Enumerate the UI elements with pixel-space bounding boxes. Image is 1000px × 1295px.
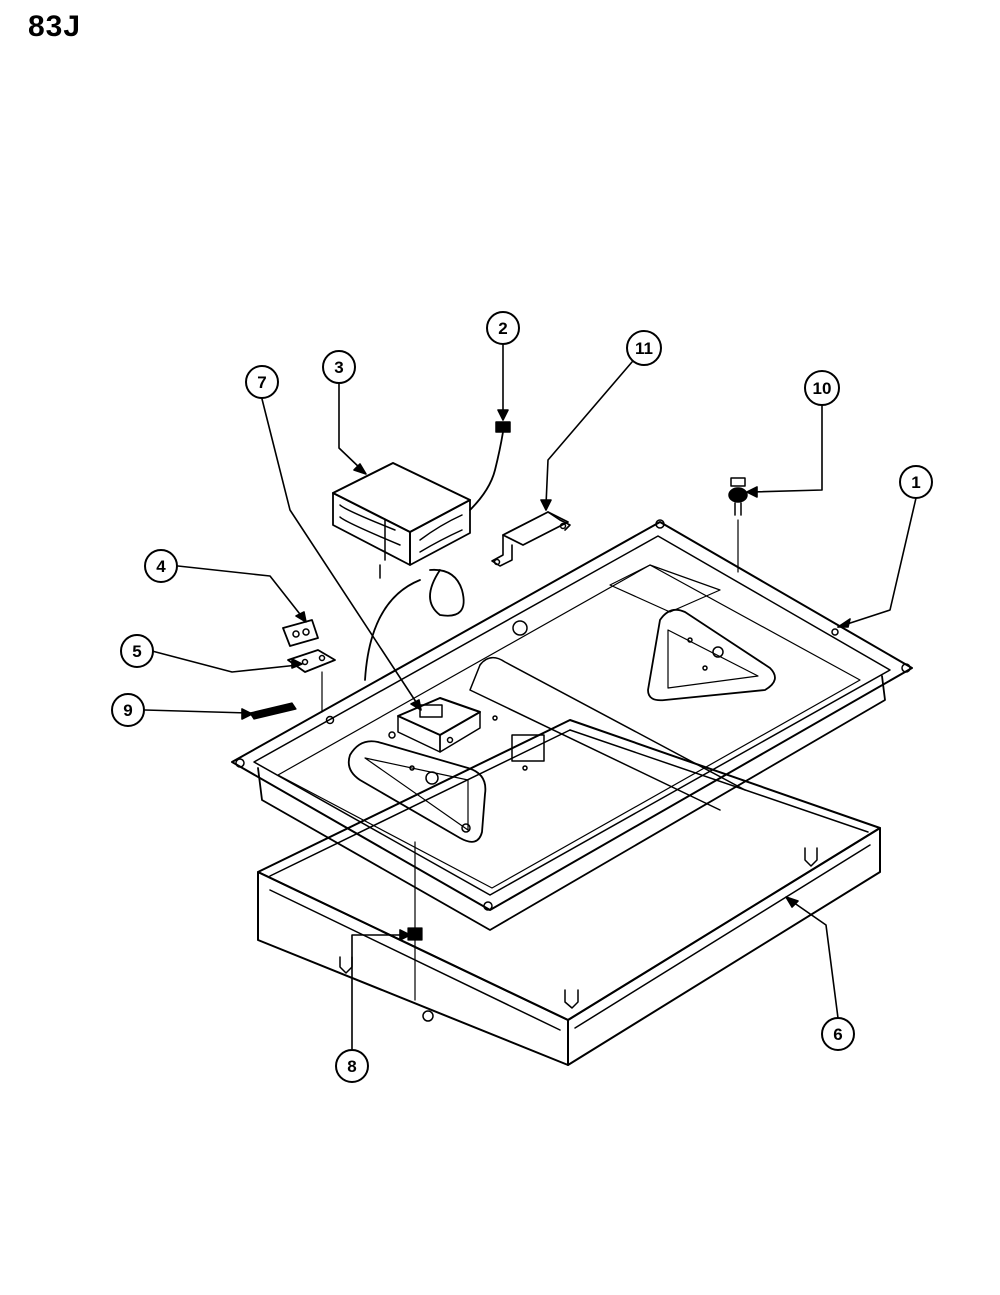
strip bbox=[249, 702, 297, 720]
fastener bbox=[407, 841, 423, 1001]
callout-10: 10 bbox=[804, 370, 840, 406]
callout-11: 11 bbox=[626, 330, 662, 366]
callout-4: 4 bbox=[144, 549, 178, 583]
svg-text:6: 6 bbox=[833, 1025, 842, 1044]
svg-text:8: 8 bbox=[347, 1057, 356, 1076]
svg-text:10: 10 bbox=[813, 379, 832, 398]
svg-text:2: 2 bbox=[498, 319, 507, 338]
callout-6: 6 bbox=[821, 1017, 855, 1051]
plate bbox=[287, 649, 336, 713]
clip bbox=[282, 619, 319, 647]
leader-lines bbox=[144, 344, 917, 1050]
svg-text:1: 1 bbox=[911, 473, 920, 492]
svg-text:11: 11 bbox=[635, 339, 653, 358]
callout-3: 3 bbox=[322, 350, 356, 384]
page-code: 83J bbox=[28, 10, 82, 43]
svg-text:9: 9 bbox=[123, 701, 132, 720]
screw bbox=[728, 477, 748, 516]
callout-7: 7 bbox=[245, 365, 279, 399]
cooktop-pan bbox=[231, 519, 913, 931]
svg-text:3: 3 bbox=[334, 358, 343, 377]
svg-text:7: 7 bbox=[257, 373, 266, 392]
bottom-box bbox=[257, 719, 881, 1066]
callout-5: 5 bbox=[120, 634, 154, 668]
transformer-box bbox=[332, 421, 511, 681]
callout-2: 2 bbox=[486, 311, 520, 345]
svg-text:4: 4 bbox=[156, 557, 166, 576]
callout-1: 1 bbox=[899, 465, 933, 499]
callout-9: 9 bbox=[111, 693, 145, 727]
svg-text:5: 5 bbox=[132, 642, 141, 661]
callout-8: 8 bbox=[335, 1049, 369, 1083]
bracket bbox=[491, 511, 571, 567]
control-module bbox=[388, 697, 481, 753]
